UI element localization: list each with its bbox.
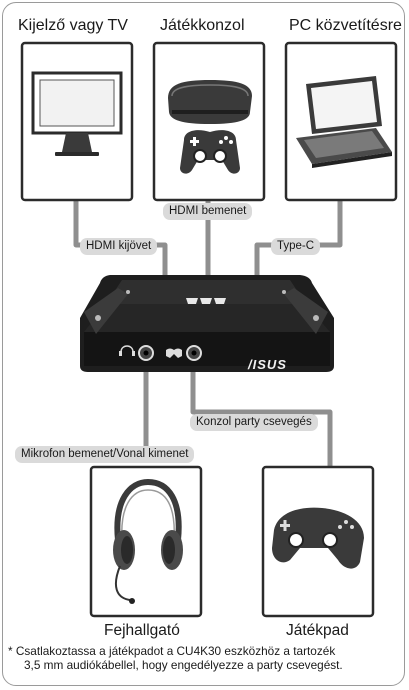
footnote-line2: 3,5 mm audiókábellel, hogy engedélyezze … [24, 658, 343, 672]
type-c-label: Type-C [271, 238, 321, 255]
gamepad-icon [272, 507, 364, 569]
controller-icon [180, 130, 240, 174]
party-chat-label: Konzol party csevegés [190, 414, 318, 431]
console-title: Játékkonzol [160, 17, 245, 34]
monitor-icon [31, 71, 123, 156]
laptop-icon [296, 76, 392, 168]
capture-device [80, 275, 334, 372]
outer-frame [2, 2, 405, 686]
gamepad-caption: Játékpad [286, 622, 349, 639]
brand-logo: /ISUS [248, 357, 287, 372]
game-console-icon [168, 80, 252, 124]
mic-line-label: Mikrofon bemenet/Vonal kimenet [15, 446, 195, 463]
footnote: * Csatlakoztassa a játékpadot a CU4K30 e… [8, 644, 404, 672]
pc-title: PC közvetítésre [289, 17, 402, 34]
hdmi-out-label: HDMI kijövet [80, 238, 158, 255]
cable-gamepad [190, 369, 333, 471]
display-title: Kijelző vagy TV [18, 17, 128, 34]
headphones-caption: Fejhallgató [104, 622, 180, 639]
hdmi-in-label: HDMI bemenet [163, 203, 253, 220]
footnote-line1: * Csatlakoztassa a játékpadot a CU4K30 e… [8, 644, 336, 658]
headphones-icon [113, 478, 183, 604]
